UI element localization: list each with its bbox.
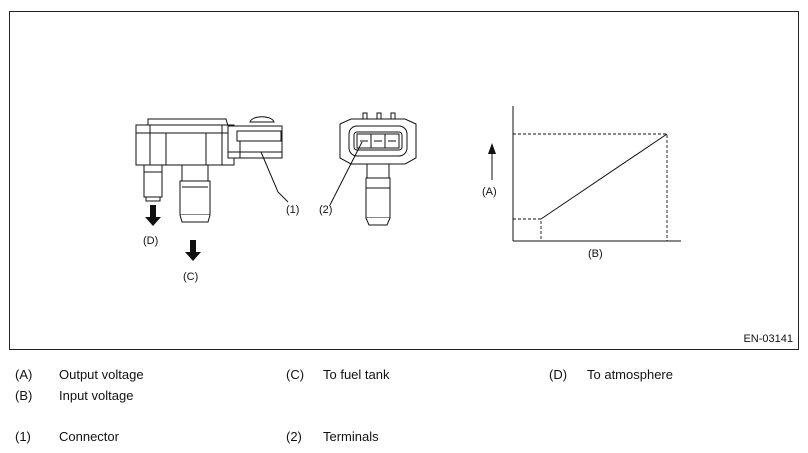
label-d: (D)	[143, 235, 158, 247]
leader-connector	[260, 151, 289, 203]
legend-key-d: (D)	[549, 367, 568, 382]
legend-key-b: (B)	[15, 388, 33, 403]
legend-key-a: (A)	[15, 367, 33, 382]
label-b: (B)	[588, 248, 603, 260]
graph-characteristic-line	[540, 133, 668, 220]
sensor-front-view	[339, 112, 417, 226]
sensor-body	[135, 124, 235, 166]
arrow-d	[145, 205, 161, 226]
diagram-canvas: (D) (C) (1)	[135, 106, 681, 283]
label-2: (2)	[319, 204, 332, 216]
connector-side	[227, 116, 283, 159]
label-c: (C)	[183, 271, 198, 283]
terminals	[356, 133, 400, 149]
legend-text-a: Output voltage	[59, 367, 144, 382]
legend-key-c: (C)	[286, 367, 305, 382]
arrow-output-voltage	[488, 143, 496, 180]
legend-text-d: To atmosphere	[587, 367, 673, 382]
figure-code: EN-03141	[743, 333, 793, 345]
arrow-c	[185, 240, 201, 261]
legend-text-b: Input voltage	[59, 388, 134, 403]
fuel-tank-port	[179, 164, 211, 223]
legend-text-2: Terminals	[323, 429, 379, 444]
leader-terminals	[329, 141, 363, 206]
legend-text-1: Connector	[59, 429, 119, 444]
graph-dashed-upper	[513, 133, 668, 241]
legend-key-2: (2)	[286, 429, 302, 444]
label-a: (A)	[482, 186, 497, 198]
characteristic-graph	[512, 106, 681, 242]
legend-text-c: To fuel tank	[323, 367, 390, 382]
sensor-side-view	[135, 116, 283, 223]
graph-dashed-lower	[513, 218, 542, 241]
label-1: (1)	[286, 204, 299, 216]
figure-frame: (D) (C) (1)	[9, 11, 799, 350]
atmosphere-port	[143, 164, 163, 202]
legend-key-1: (1)	[15, 429, 31, 444]
